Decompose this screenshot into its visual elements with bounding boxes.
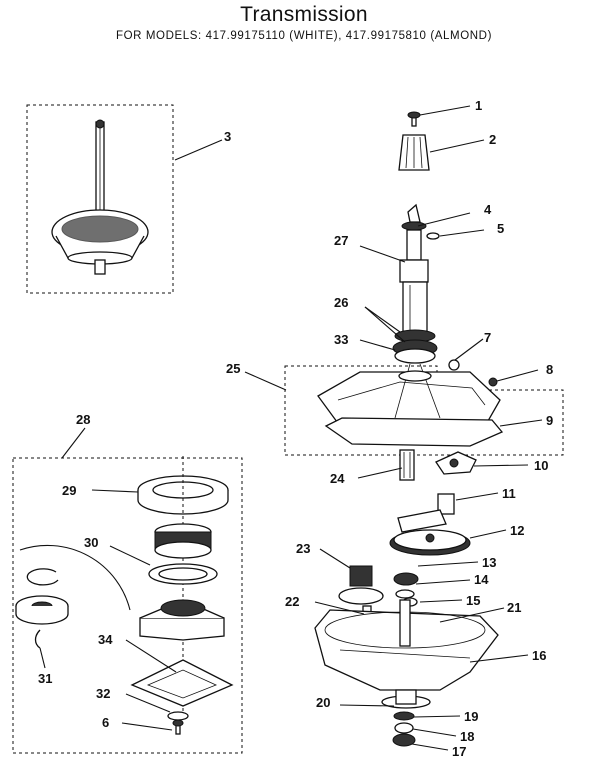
part-16-gear-case[interactable]: [314, 599, 499, 691]
page-title: Transmission: [240, 3, 368, 26]
assembly-25-box: [284, 365, 564, 456]
part-18-nut[interactable]: [394, 722, 414, 734]
callout-28: 28: [76, 412, 90, 427]
callout-4: 4: [484, 202, 492, 217]
callout-10: 10: [534, 458, 548, 473]
part-5-ring[interactable]: [426, 232, 440, 240]
part-34-seal-housing[interactable]: [139, 599, 225, 641]
callout-11: 11: [502, 486, 516, 501]
part-25-housing-cover[interactable]: [317, 363, 501, 429]
part-7-plug[interactable]: [448, 359, 460, 371]
callout-3: 3: [224, 129, 231, 144]
callout-14: 14: [474, 572, 489, 587]
callout-30: 30: [84, 535, 98, 550]
callout-19: 19: [464, 709, 478, 724]
part-24-pinion[interactable]: [399, 449, 415, 481]
callout-25: 25: [226, 361, 240, 376]
callout-5: 5: [497, 221, 504, 236]
callout-12: 12: [510, 523, 524, 538]
callout-21: 21: [507, 600, 521, 615]
part-20-seal[interactable]: [381, 689, 431, 709]
callout-32: 32: [96, 686, 110, 701]
callout-20: 20: [316, 695, 330, 710]
callout-13: 13: [482, 555, 496, 570]
callout-31: 31: [38, 671, 52, 686]
models-subtitle: FOR MODELS: 417.99175110 (WHITE), 417.99…: [115, 30, 493, 42]
part-6-screw[interactable]: [172, 719, 184, 735]
callout-8: 8: [546, 362, 553, 377]
callout-6-label: 6: [102, 715, 109, 730]
part-14-spacer[interactable]: [395, 589, 415, 599]
assembly-3-box: [26, 104, 174, 294]
callout-33: 33: [334, 332, 348, 347]
part-12-gear[interactable]: [389, 529, 471, 556]
callout-18: 18: [460, 729, 474, 744]
part-9-gasket[interactable]: [324, 417, 504, 447]
part-31-retaining-ring[interactable]: [26, 568, 59, 586]
part-32-washer[interactable]: [167, 711, 189, 721]
part-31-clip[interactable]: [34, 629, 41, 649]
callout-22: 22: [285, 594, 299, 609]
part-17-cap[interactable]: [392, 733, 416, 747]
callout-29: 29: [62, 483, 76, 498]
part-8-screw[interactable]: [488, 377, 498, 387]
detail-arc: [19, 544, 131, 611]
part-33-bearing[interactable]: [392, 339, 438, 364]
part-10-cam[interactable]: [435, 451, 477, 475]
callout-23: 23: [296, 541, 310, 556]
part-3-transmission-assembly[interactable]: [51, 119, 149, 275]
callout-9: 9: [546, 413, 553, 428]
callout-26: 26: [334, 295, 348, 310]
part-31-bearing[interactable]: [15, 595, 69, 625]
kit-28-box: [12, 457, 243, 754]
callout-27: 27: [334, 233, 348, 248]
callout-1: 1: [475, 98, 482, 113]
callout-2: 2: [489, 132, 496, 147]
callout-7: 7: [484, 330, 491, 345]
part-27-shaft[interactable]: [399, 203, 429, 335]
part-1-screw[interactable]: [407, 111, 421, 127]
part-11-shift-lever[interactable]: [397, 493, 455, 533]
callout-16: 16: [532, 648, 546, 663]
callout-15: 15: [466, 593, 480, 608]
part-30-bearing-seal[interactable]: [148, 523, 218, 585]
callout-24: 24: [330, 471, 345, 486]
callout-34: 34: [98, 632, 113, 647]
callout-17: 17: [452, 744, 466, 759]
part-19-bearing[interactable]: [393, 711, 415, 721]
part-13-gear[interactable]: [393, 572, 419, 586]
part-23-pinion-gear[interactable]: [338, 565, 384, 605]
part-34-seal-plate[interactable]: [130, 659, 234, 707]
part-2-cap[interactable]: [398, 134, 430, 171]
